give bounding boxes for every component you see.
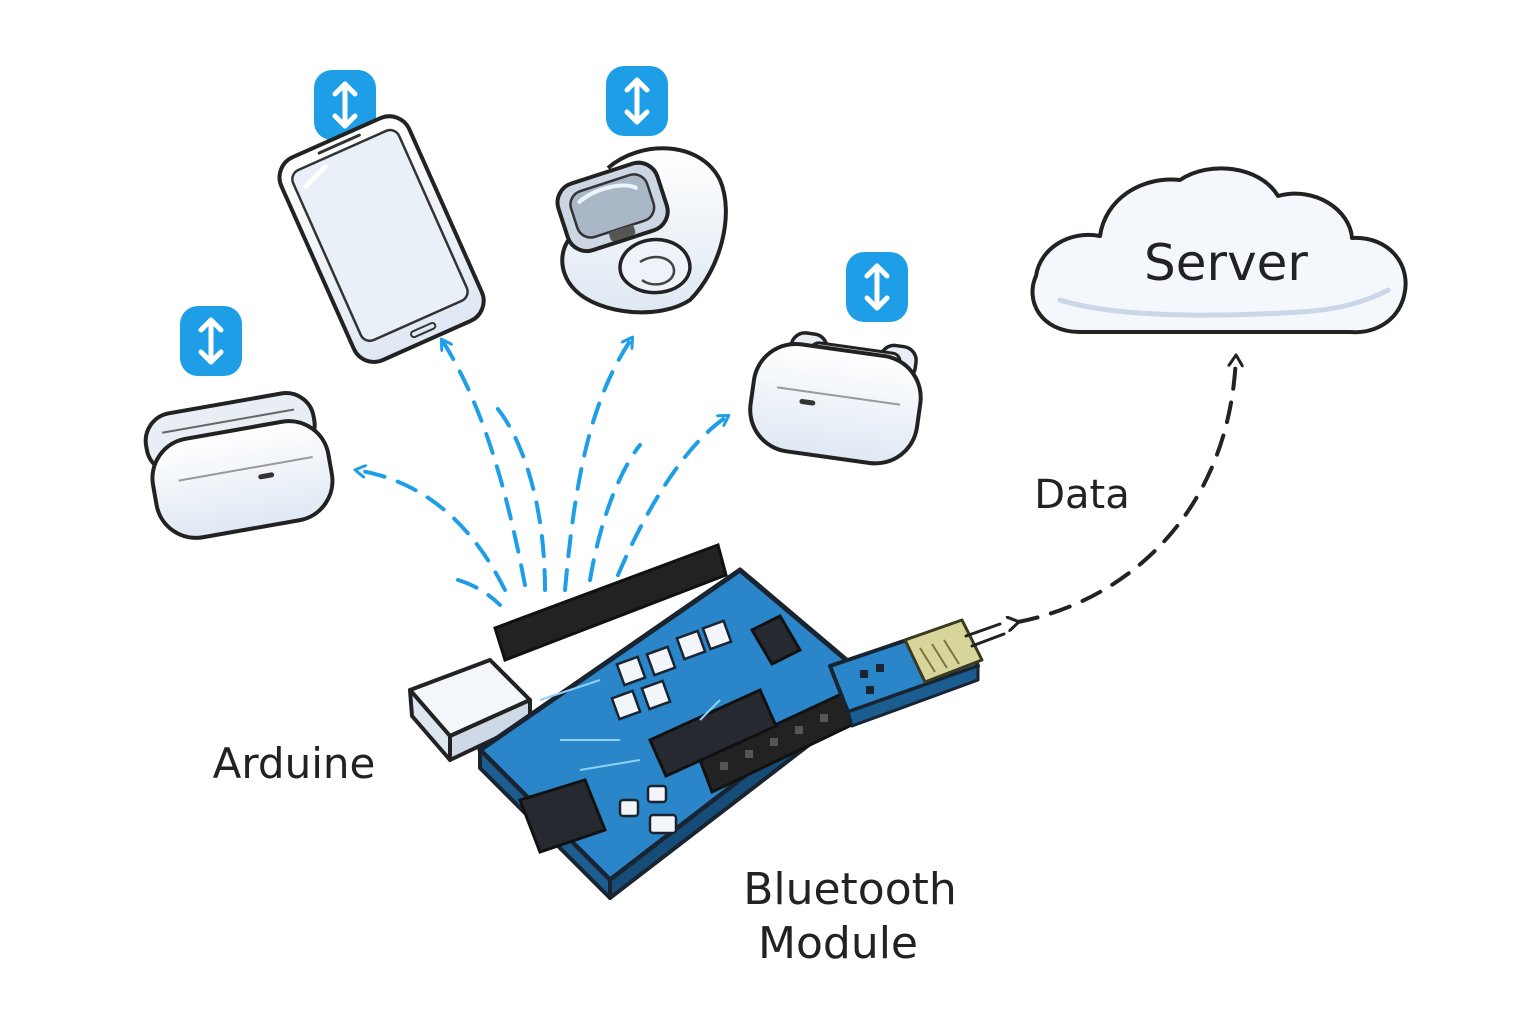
signal-arrow-to-left-case	[356, 470, 507, 592]
usb-connector	[408, 658, 532, 762]
signal-arrow-to-phone-2	[488, 398, 547, 592]
arduino-board-icon	[408, 543, 873, 900]
signal-arrow-to-phone	[442, 340, 527, 587]
sync-badge-phone	[314, 70, 376, 140]
data-label: Data	[1034, 472, 1130, 518]
cloud-icon	[1030, 166, 1408, 335]
bluetooth-module-label-line1: Bluetooth	[743, 864, 957, 915]
server-label: Server	[1144, 234, 1308, 292]
up-down-arrow-icon	[624, 77, 650, 125]
up-down-arrow-icon	[864, 263, 890, 311]
signal-arrow-to-right-case	[616, 416, 728, 577]
smartwatch-icon	[555, 146, 728, 315]
data-arrow	[1018, 356, 1236, 622]
up-down-arrow-icon	[198, 317, 224, 365]
bluetooth-signal-arrows	[356, 338, 728, 607]
sync-badge-watch	[606, 66, 668, 136]
up-down-arrow-icon	[332, 81, 358, 129]
signal-arrow-to-watch	[563, 338, 632, 592]
bluetooth-usb-module-icon	[828, 618, 1006, 728]
arduino-label: Arduine	[213, 739, 376, 788]
signal-arrow-to-watch-2	[588, 443, 642, 582]
sync-badge-right-case	[846, 252, 908, 322]
bluetooth-module-label-line2: Module	[758, 918, 918, 969]
smartphone-icon	[277, 114, 486, 364]
earbuds-case-right-icon	[748, 331, 923, 466]
earbuds-case-left-icon	[143, 391, 335, 540]
sync-badge-left-case	[180, 306, 242, 376]
signal-arrow-short-left	[456, 578, 502, 607]
